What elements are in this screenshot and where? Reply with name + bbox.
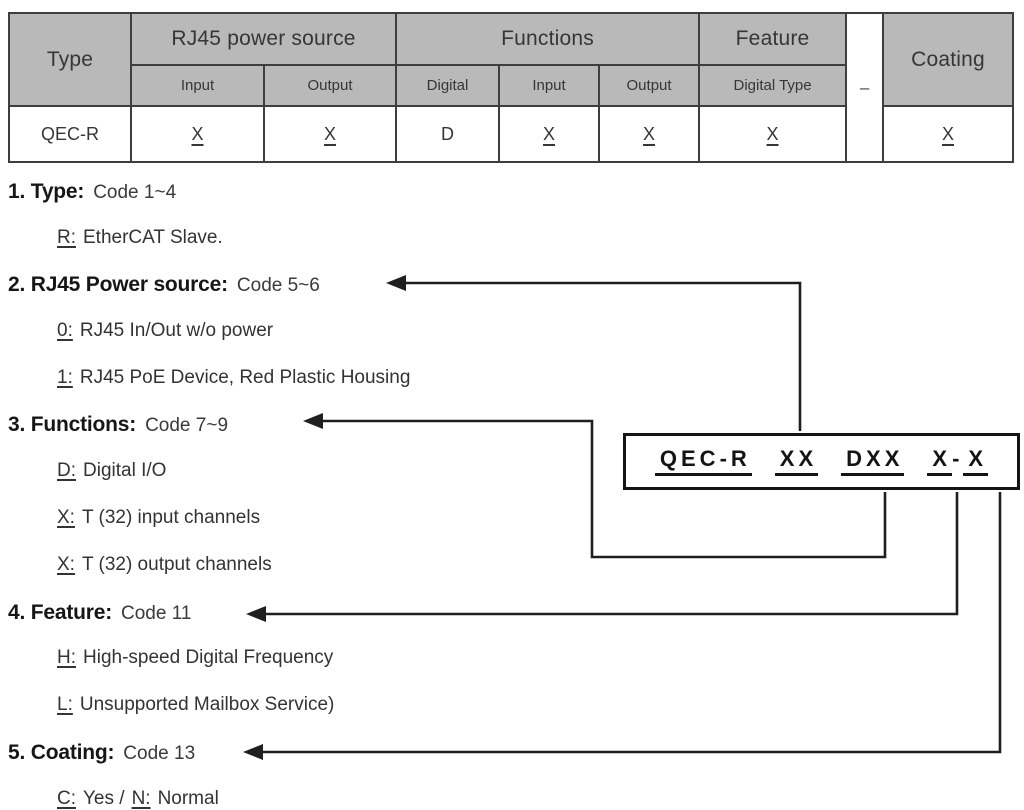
pn-group-feature-coating: X-X bbox=[927, 445, 989, 476]
section-2-item-1: 1:RJ45 PoE Device, Red Plastic Housing bbox=[57, 367, 411, 388]
value-type: QEC-R bbox=[8, 105, 132, 163]
value-func-input: X bbox=[498, 105, 601, 163]
section-4-item-l: L:Unsupported Mailbox Service) bbox=[57, 694, 335, 715]
subheader-func-output: Output bbox=[598, 64, 701, 107]
section-5-heading: 5. Coating:Code 13 bbox=[8, 741, 196, 764]
subheader-feature-digital-type: Digital Type bbox=[698, 64, 848, 107]
col-rj45-power-source-header: RJ45 power source bbox=[129, 12, 398, 66]
pn-group-functions: DXX bbox=[841, 447, 905, 476]
section-4-item-h: H:High-speed Digital Frequency bbox=[57, 647, 334, 668]
section-2-heading: 2. RJ45 Power source:Code 5~6 bbox=[8, 273, 320, 296]
value-func-digital: D bbox=[395, 105, 501, 163]
arrowhead-feature-icon bbox=[246, 606, 266, 622]
part-number-table: Type RJ45 power source Functions Feature… bbox=[8, 12, 1015, 163]
pn-coating-x: X bbox=[963, 447, 989, 476]
subheader-rj45-input: Input bbox=[130, 64, 265, 107]
pn-dash: - bbox=[952, 445, 964, 471]
pn-group-type: QEC-R bbox=[654, 447, 752, 476]
value-func-output: X bbox=[598, 105, 701, 163]
section-3-item-x-input: X:T (32) input channels bbox=[57, 507, 261, 528]
section-3-heading: 3. Functions:Code 7~9 bbox=[8, 413, 229, 436]
col-feature-header: Feature bbox=[698, 12, 848, 66]
section-1-item-r: R:EtherCAT Slave. bbox=[57, 227, 223, 248]
value-rj45-input: X bbox=[130, 105, 265, 163]
subheader-func-digital: Digital bbox=[395, 64, 501, 107]
subheader-func-input: Input bbox=[498, 64, 601, 107]
table-row: QEC-R X X D X X X X bbox=[8, 105, 1015, 163]
value-rj45-output: X bbox=[262, 105, 398, 163]
subheader-rj45-output: Output bbox=[262, 64, 398, 107]
value-feature: X bbox=[698, 105, 848, 163]
dash-separator-cell: – bbox=[845, 12, 885, 163]
section-3-item-d: D:Digital I/O bbox=[57, 460, 167, 481]
col-type-header: Type bbox=[8, 12, 132, 107]
pn-feature-x: X bbox=[927, 447, 953, 476]
pn-group-rj45: XX bbox=[774, 447, 819, 476]
arrowhead-coating-icon bbox=[243, 744, 263, 760]
value-coating: X bbox=[882, 105, 1015, 163]
wire-rj45-power-source bbox=[400, 281, 802, 431]
section-2-item-0: 0:RJ45 In/Out w/o power bbox=[57, 320, 274, 341]
arrowhead-functions-icon bbox=[303, 413, 323, 429]
arrowhead-rj45-icon bbox=[386, 275, 406, 291]
section-5-item-c-n: C:Yes /N:Normal bbox=[57, 788, 219, 809]
section-1-heading: 1. Type:Code 1~4 bbox=[8, 180, 177, 203]
part-number-box: QEC-R XX DXX X-X bbox=[623, 433, 1020, 490]
wire-feature bbox=[260, 492, 959, 616]
col-coating-header: Coating bbox=[882, 12, 1015, 107]
section-3-item-x-output: X:T (32) output channels bbox=[57, 554, 272, 575]
section-4-heading: 4. Feature:Code 11 bbox=[8, 601, 192, 624]
wire-coating bbox=[257, 492, 1002, 754]
col-functions-header: Functions bbox=[395, 12, 701, 66]
